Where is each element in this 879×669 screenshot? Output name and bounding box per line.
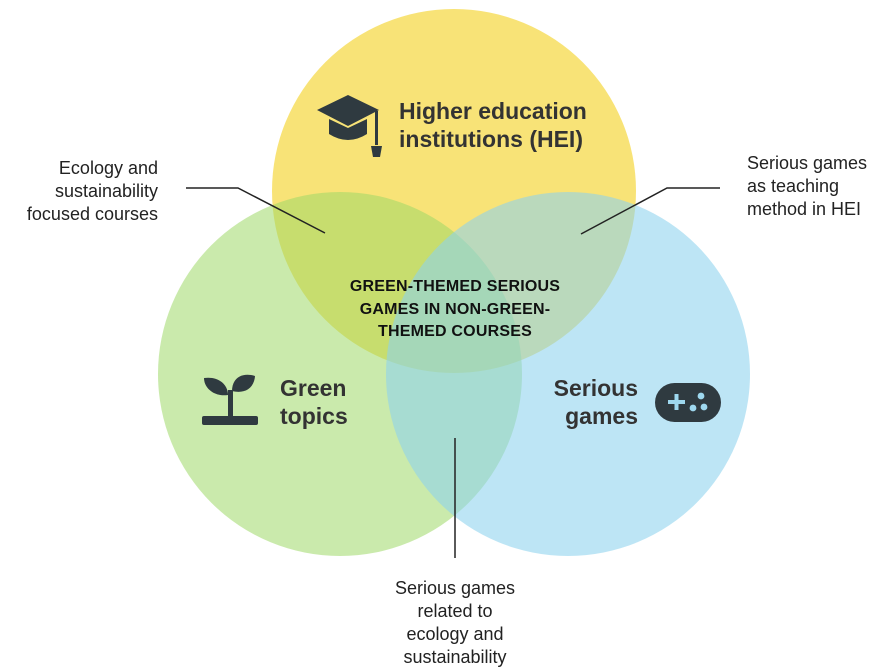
callout-hei-games-line-2: as teaching — [747, 176, 840, 196]
callout-hei-games: Serious games as teaching method in HEI — [747, 152, 879, 221]
hei-label-line-1: Higher education — [399, 98, 587, 124]
serious-games-label: Serious games — [520, 374, 638, 430]
center-label-line-2: GAMES IN NON-GREEN- — [359, 300, 551, 318]
center-intersection-label: GREEN-THEMED SERIOUS GAMES IN NON-GREEN-… — [314, 276, 596, 344]
green-topics-label: Green topics — [280, 374, 348, 430]
callout-hei-green: Ecology and sustainability focused cours… — [0, 157, 158, 226]
center-label-line-1: GREEN-THEMED SERIOUS — [349, 278, 561, 295]
serious-games-label-line-1: Serious — [553, 375, 638, 401]
callout-hei-green-line-2: sustainability — [54, 181, 158, 201]
callout-hei-green-line-3: focused courses — [26, 204, 158, 224]
callout-hei-green-line-1: Ecology and — [58, 158, 158, 178]
callout-green-games-line-3: ecology and — [406, 624, 504, 644]
hei-label: Higher education institutions (HEI) — [399, 97, 587, 153]
green-topics-label-line-2: topics — [280, 403, 348, 429]
callout-green-games-line-2: related to — [417, 601, 493, 621]
center-label-line-3: THEMED COURSES — [378, 323, 532, 340]
callout-line-hei-green — [186, 187, 326, 234]
green-topics-label-line-1: Green — [280, 375, 347, 401]
callout-green-games-line-1: Serious games — [394, 578, 516, 598]
serious-games-label-line-2: games — [565, 403, 638, 429]
sprout-icon — [202, 374, 258, 425]
serious-games-circle — [386, 192, 750, 556]
callout-hei-games-line-3: method in HEI — [747, 199, 862, 219]
graduation-cap-icon — [317, 95, 382, 157]
callout-green-games-line-4: sustainability — [403, 647, 507, 667]
hei-label-line-2: institutions (HEI) — [399, 126, 583, 152]
callout-green-games: Serious games related to ecology and sus… — [360, 577, 550, 669]
callout-hei-games-line-1: Serious games — [747, 153, 868, 173]
gamepad-icon — [655, 383, 721, 422]
callout-line-hei-games — [580, 187, 720, 235]
